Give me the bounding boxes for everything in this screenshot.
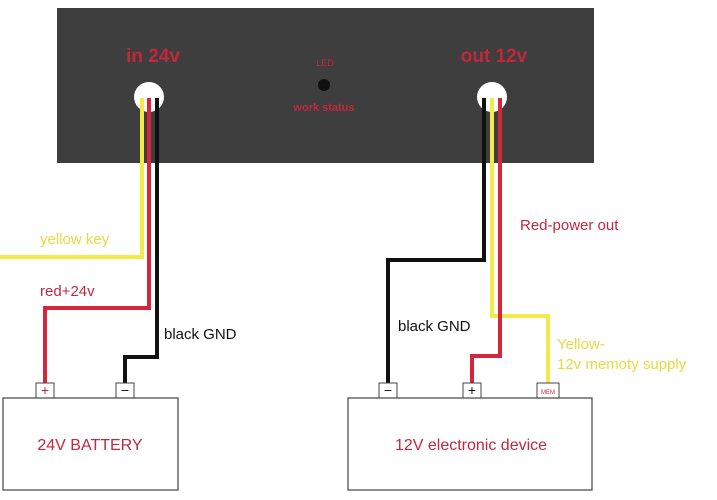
black-gnd-left-label: black GND [164, 326, 237, 343]
yellow-memory-label-line1: Yellow- [557, 336, 605, 353]
red-power-wire [470, 98, 502, 383]
yellow-key-label: yellow key [40, 231, 110, 248]
battery-plus-symbol: + [41, 382, 49, 398]
device-mem-symbol: MEM [541, 390, 555, 396]
battery-box [2, 397, 179, 491]
device-minus-symbol: − [384, 382, 392, 398]
black-gnd-right-label: black GND [398, 318, 471, 335]
battery-label: 24V BATTERY [37, 437, 143, 454]
red-24v-wire [43, 98, 151, 383]
work-status-label: work status [292, 102, 354, 114]
yellow-key-wire [0, 98, 144, 259]
red-power-out-label: Red-power out [520, 217, 619, 234]
black-gnd-wire-left [123, 98, 159, 383]
device-label: 12V electronic device [395, 437, 547, 454]
converter-out-label: out 12v [461, 46, 528, 67]
yellow-memory-label-line2: 12v memoty supply [557, 356, 687, 373]
device-plus-symbol: + [468, 382, 476, 398]
battery-minus-symbol: − [121, 382, 129, 398]
black-gnd-wire-right [386, 98, 486, 383]
led-indicator [318, 79, 330, 91]
red-24v-label: red+24v [40, 283, 95, 300]
led-label: LED [316, 58, 334, 68]
device-box [347, 397, 593, 491]
converter-in-label: in 24v [126, 46, 180, 67]
yellow-memory-wire [490, 98, 550, 383]
